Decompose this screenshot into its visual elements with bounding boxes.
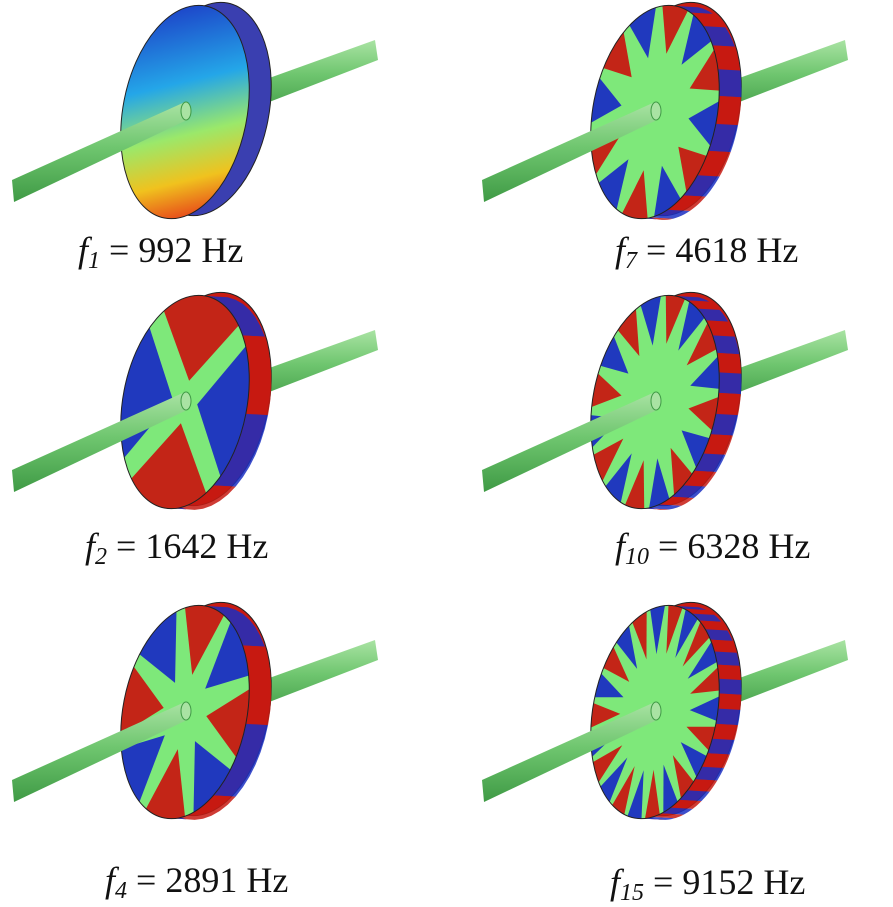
disc-mode-render-f2 [12, 290, 378, 520]
caption-symbol: f [615, 230, 626, 270]
caption-equals: = [658, 526, 679, 566]
caption-symbol: f [105, 860, 116, 900]
caption-equals: = [136, 860, 157, 900]
panel-f1: f1 = 992 Hz [0, 0, 420, 300]
caption-equals: = [116, 526, 137, 566]
caption-f7: f7 = 4618 Hz [615, 232, 798, 273]
caption-symbol: f [610, 862, 621, 902]
rod-front-segment [482, 701, 662, 802]
caption-unit: Hz [226, 526, 269, 566]
caption-f2: f2 = 1642 Hz [85, 528, 268, 569]
rod-front-segment [482, 391, 662, 492]
caption-unit: Hz [768, 526, 811, 566]
caption-symbol: f [615, 526, 626, 566]
caption-symbol: f [78, 230, 89, 270]
disc-mode-render-f4 [12, 600, 378, 830]
caption-equals: = [109, 230, 130, 270]
panel-f15: f15 = 9152 Hz [470, 599, 890, 905]
rod-front-segment [12, 701, 192, 802]
disc-outline [590, 294, 720, 510]
caption-f4: f4 = 2891 Hz [105, 862, 288, 903]
caption-value: 6328 [687, 526, 760, 566]
caption-equals: = [646, 230, 667, 270]
caption-value: 4618 [675, 230, 748, 270]
rod-front-segment [12, 391, 192, 492]
rod-front-segment [482, 101, 662, 202]
disc-mode-render-f1 [12, 0, 378, 230]
caption-subscript: 1 [88, 248, 101, 274]
caption-f10: f10 = 6328 Hz [615, 528, 810, 569]
caption-f15: f15 = 9152 Hz [610, 864, 805, 905]
panel-f2: f2 = 1642 Hz [0, 290, 420, 590]
caption-equals: = [653, 862, 674, 902]
caption-subscript: 4 [115, 878, 128, 904]
disc-mode-render-f10 [482, 290, 848, 520]
disc-outline [590, 604, 720, 820]
disc-outline [120, 294, 250, 510]
caption-subscript: 10 [625, 544, 650, 570]
caption-subscript: 2 [95, 544, 108, 570]
caption-f1: f1 = 992 Hz [78, 232, 243, 273]
caption-unit: Hz [246, 860, 289, 900]
caption-unit: Hz [763, 862, 806, 902]
disc-mode-render-f7 [482, 0, 848, 230]
caption-value: 2891 [165, 860, 238, 900]
caption-value: 1642 [145, 526, 218, 566]
caption-symbol: f [85, 526, 96, 566]
caption-subscript: 7 [625, 248, 638, 274]
caption-value: 992 [138, 230, 193, 270]
disc-outline [120, 4, 250, 220]
rod-front-segment [12, 101, 192, 202]
panel-f10: f10 = 6328 Hz [470, 290, 890, 590]
panel-f7: f7 = 4618 Hz [470, 0, 890, 300]
panel-f4: f4 = 2891 Hz [0, 600, 420, 903]
caption-subscript: 15 [620, 880, 645, 906]
caption-unit: Hz [756, 230, 799, 270]
disc-mode-render-f15 [482, 599, 848, 830]
disc-outline [590, 4, 720, 220]
disc-outline [120, 604, 250, 820]
caption-unit: Hz [201, 230, 244, 270]
caption-value: 9152 [682, 862, 755, 902]
